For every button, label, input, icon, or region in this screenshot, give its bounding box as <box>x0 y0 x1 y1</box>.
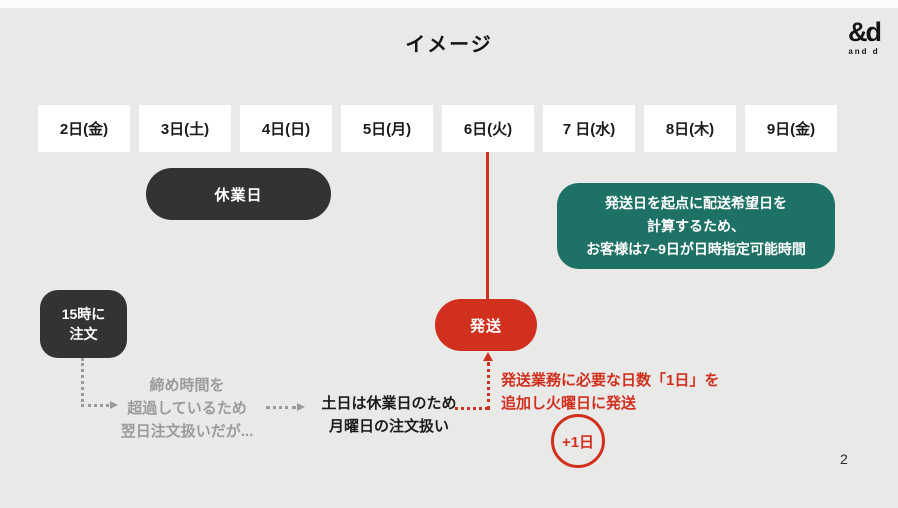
day-box-wednesday-7: 7 日(水) <box>543 105 635 152</box>
day-box-tuesday-6: 6日(火) <box>442 105 534 152</box>
extra-day-note-line: 発送業務に必要な日数「1日」を <box>501 372 720 389</box>
delivery-window-note-line: 計算するため、 <box>647 217 745 234</box>
day-box-sunday-4: 4日(日) <box>240 105 332 152</box>
ship-day-connector-line <box>486 152 489 299</box>
andd-logo-label: and d <box>848 47 880 56</box>
plus-one-day-badge: +1日 <box>551 414 605 468</box>
extra-day-note-line: 追加し火曜日に発送 <box>501 395 637 412</box>
cutoff-time-note-line: 翌日注文扱いだが... <box>120 423 254 440</box>
order-time-box: 15時に 注文 <box>40 290 127 358</box>
weekend-closed-note-line: 月曜日の注文扱い <box>328 418 449 435</box>
order-time-line1: 15時に <box>61 306 106 322</box>
delivery-window-note-line: お客様は7~9日が日時指定可能時間 <box>586 240 806 257</box>
andd-logo: &d and d <box>848 17 882 56</box>
red-arrow-up-icon <box>483 352 493 361</box>
top-margin-strip <box>0 0 898 8</box>
weekend-closed-note: 土日は休業日のため 月曜日の注文扱い <box>310 392 468 438</box>
cutoff-time-note-line: 超過しているため <box>127 400 247 417</box>
gray-arrow-right-icon-2 <box>297 403 305 411</box>
red-dotted-line-horizontal <box>455 407 488 410</box>
gray-dotted-line-horizontal-1 <box>81 404 109 407</box>
page-number: 2 <box>840 451 848 467</box>
day-box-thursday-8: 8日(木) <box>644 105 736 152</box>
day-box-monday-5: 5日(月) <box>341 105 433 152</box>
extra-day-note: 発送業務に必要な日数「1日」を 追加し火曜日に発送 <box>501 369 719 415</box>
page-title: イメージ <box>405 34 493 56</box>
day-box-friday-2: 2日(金) <box>38 105 130 152</box>
andd-logo-icon: &d <box>848 17 882 47</box>
day-box-friday-9: 9日(金) <box>745 105 837 152</box>
delivery-window-note-line: 発送日を起点に配送希望日を <box>605 194 787 211</box>
cutoff-time-note-line: 締め時間を <box>149 377 225 394</box>
weekend-closed-note-line: 土日は休業日のため <box>321 395 457 412</box>
order-time-line2: 注文 <box>69 326 98 342</box>
gray-dotted-line-vertical <box>81 358 84 402</box>
red-dotted-line-vertical <box>487 362 490 410</box>
gray-arrow-right-icon-1 <box>110 401 118 409</box>
delivery-window-note: 発送日を起点に配送希望日を 計算するため、 お客様は7~9日が日時指定可能時間 <box>557 183 835 269</box>
cutoff-time-note: 締め時間を 超過しているため 翌日注文扱いだが... <box>116 374 258 443</box>
ship-pill: 発送 <box>435 299 537 351</box>
closed-days-pill: 休業日 <box>146 168 331 220</box>
day-box-saturday-3: 3日(土) <box>139 105 231 152</box>
gray-dotted-line-horizontal-2 <box>266 406 296 409</box>
